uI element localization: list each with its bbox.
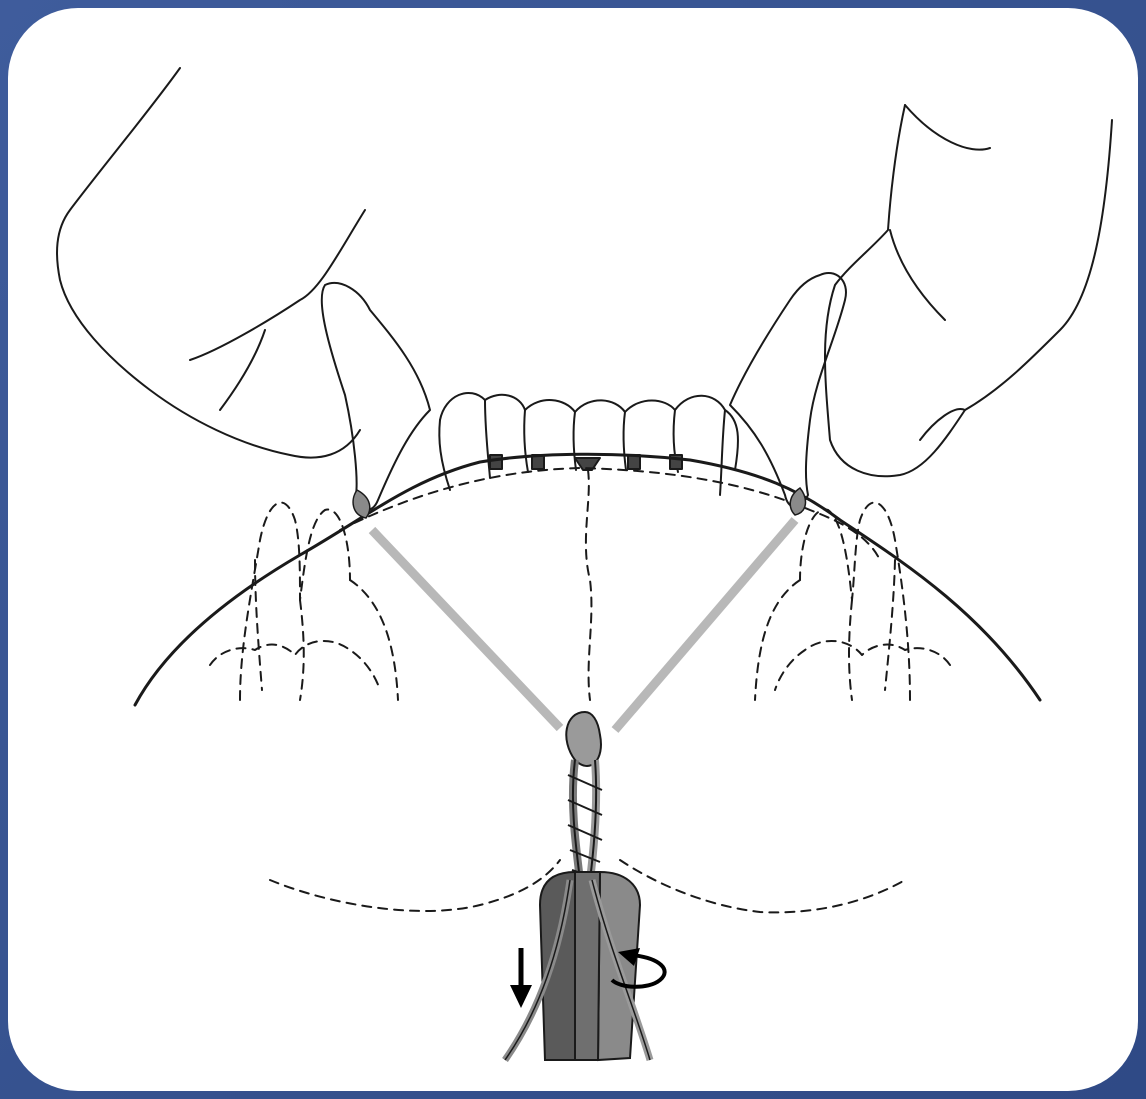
- contact-dots: [353, 488, 805, 518]
- wiring-diagram: [8, 8, 1138, 1091]
- illustration-card: [8, 8, 1138, 1091]
- gum-line: [135, 454, 1040, 705]
- left-retractor-finger: [322, 283, 430, 510]
- wires: [372, 520, 795, 730]
- pull-down-arrow-icon: [510, 948, 532, 1008]
- twisted-ligature: [566, 712, 602, 880]
- needle-holder: [505, 872, 650, 1060]
- right-hand: [825, 105, 1112, 476]
- left-hand: [57, 68, 365, 458]
